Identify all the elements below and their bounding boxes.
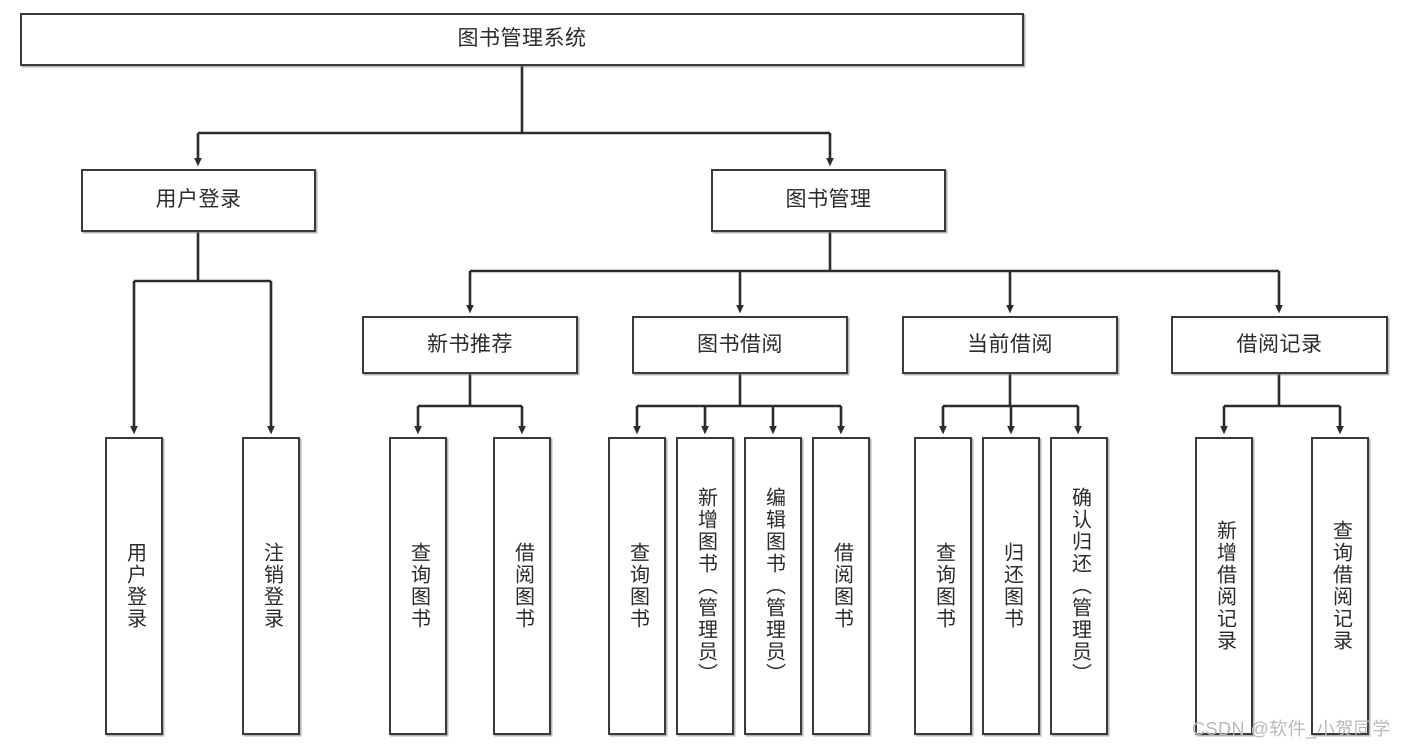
- node-leaf-query-record-label: 查询借阅记录: [1329, 520, 1352, 652]
- node-leaf-confirm-return[interactable]: 确认归还（管理员）: [1050, 437, 1108, 735]
- node-book-borrow[interactable]: 图书借阅: [632, 316, 848, 374]
- node-current-borrow-label: 当前借阅: [967, 332, 1053, 356]
- node-book-manage-label: 图书管理: [785, 188, 872, 212]
- node-leaf-user-login[interactable]: 用户登录: [105, 437, 163, 735]
- node-leaf-logout-login[interactable]: 注销登录: [242, 437, 300, 735]
- node-leaf-add-book-label: 新增图书（管理员）: [694, 487, 717, 685]
- node-leaf-query-record[interactable]: 查询借阅记录: [1311, 437, 1369, 735]
- node-root-label: 图书管理系统: [457, 27, 587, 51]
- node-leaf-confirm-return-label: 确认归还（管理员）: [1068, 487, 1091, 685]
- node-root[interactable]: 图书管理系统: [20, 13, 1024, 66]
- node-book-manage[interactable]: 图书管理: [711, 169, 946, 232]
- watermark-text: CSDN @软件_小贺同学: [1192, 719, 1391, 739]
- node-leaf-user-login-label: 用户登录: [123, 542, 146, 630]
- node-leaf-borrow-book-1-label: 借阅图书: [511, 542, 534, 630]
- node-leaf-query-book-3[interactable]: 查询图书: [914, 437, 972, 735]
- node-leaf-borrow-book-2-label: 借阅图书: [830, 542, 853, 630]
- node-leaf-borrow-book-2[interactable]: 借阅图书: [812, 437, 870, 735]
- node-new-book-recommend-label: 新书推荐: [427, 332, 513, 356]
- node-leaf-add-record[interactable]: 新增借阅记录: [1195, 437, 1253, 735]
- node-leaf-add-book[interactable]: 新增图书（管理员）: [676, 437, 734, 735]
- node-current-borrow[interactable]: 当前借阅: [902, 316, 1118, 374]
- node-leaf-query-book-2-label: 查询图书: [626, 542, 649, 630]
- node-leaf-query-book-1-label: 查询图书: [407, 542, 430, 630]
- node-leaf-edit-book[interactable]: 编辑图书（管理员）: [744, 437, 802, 735]
- node-leaf-add-record-label: 新增借阅记录: [1213, 520, 1236, 652]
- node-leaf-borrow-book-1[interactable]: 借阅图书: [493, 437, 551, 735]
- node-borrow-record-label: 借阅记录: [1236, 332, 1323, 356]
- node-leaf-query-book-1[interactable]: 查询图书: [389, 437, 447, 735]
- node-book-borrow-label: 图书借阅: [697, 332, 783, 356]
- node-user-login[interactable]: 用户登录: [81, 169, 316, 232]
- node-new-book-recommend[interactable]: 新书推荐: [362, 316, 578, 374]
- node-user-login-label: 用户登录: [155, 188, 242, 212]
- node-leaf-query-book-2[interactable]: 查询图书: [608, 437, 666, 735]
- node-leaf-edit-book-label: 编辑图书（管理员）: [762, 487, 785, 685]
- node-leaf-return-book-label: 归还图书: [1000, 542, 1023, 630]
- node-leaf-logout-login-label: 注销登录: [260, 542, 283, 630]
- node-borrow-record[interactable]: 借阅记录: [1171, 316, 1388, 374]
- node-leaf-return-book[interactable]: 归还图书: [982, 437, 1040, 735]
- node-leaf-query-book-3-label: 查询图书: [932, 542, 955, 630]
